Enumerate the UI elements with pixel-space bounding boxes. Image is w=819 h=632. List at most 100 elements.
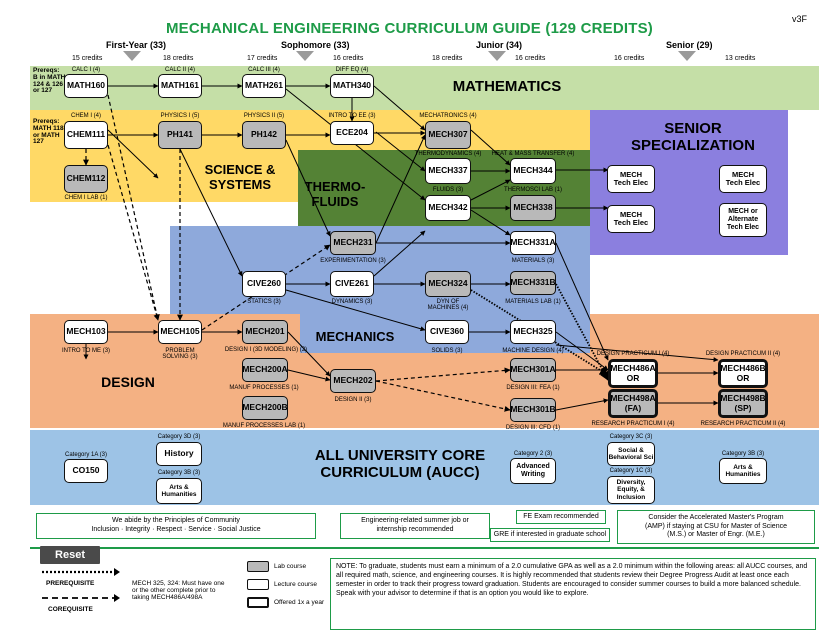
year-label-junior: Junior (34) — [476, 40, 523, 50]
course-caption: STATICS (3) — [247, 299, 281, 305]
course-mech337[interactable]: MECH337 — [425, 158, 471, 184]
course-co150[interactable]: CO150 — [64, 459, 108, 483]
course-caption: PHYSICS I (5) — [160, 113, 200, 119]
course-mech331b[interactable]: MECH331B — [510, 271, 556, 295]
principles-note: We abide by the Principles of Community … — [36, 513, 316, 539]
course-mech200b[interactable]: MECH200B — [242, 396, 288, 420]
area-label-aucc: ALL UNIVERSITY CORE CURRICULUM (AUCC) — [314, 447, 486, 482]
course-ph142[interactable]: PH142 — [242, 121, 286, 149]
course-chem111[interactable]: CHEM111 — [64, 121, 108, 149]
course-caption: EXPERIMENTATION (3) — [320, 258, 386, 264]
course-mech307[interactable]: MECH307 — [425, 121, 471, 149]
course-mech344[interactable]: MECH344 — [510, 158, 556, 184]
course-ece204[interactable]: ECE204 — [330, 121, 374, 145]
year-label-first: First-Year (33) — [106, 40, 167, 50]
course-math160[interactable]: MATH160 — [64, 74, 108, 98]
math-prereq-note: Prereqs: B in MATH 124 & 126 or 127 — [33, 67, 66, 95]
course-mech498a[interactable]: MECH498A (FA) — [608, 389, 658, 418]
course-caption: PROBLEM SOLVING (3) — [162, 348, 198, 360]
reset-button[interactable]: Reset — [40, 546, 100, 564]
course-caption: MATERIALS (3) — [511, 258, 555, 264]
year-label-senior: Senior (29) — [666, 40, 713, 50]
semester-credits: 13 credits — [725, 55, 756, 62]
prerequisite-link — [287, 331, 331, 377]
course-mech103[interactable]: MECH103 — [64, 320, 108, 344]
course-ph141[interactable]: PH141 — [158, 121, 202, 149]
prerequisite-link — [375, 131, 426, 172]
course-mech202[interactable]: MECH202 — [330, 369, 376, 393]
aucc-history[interactable]: History — [156, 442, 202, 466]
course-caption: Category 3B (3) — [721, 451, 765, 457]
course-math340[interactable]: MATH340 — [330, 74, 374, 98]
offered-once-swatch — [247, 597, 269, 608]
course-caption: SOLIDS (3) — [431, 348, 463, 354]
course-caption: RESEARCH PRACTICUM I (4) — [591, 421, 675, 427]
course-mech331a[interactable]: MECH331A — [510, 231, 556, 255]
course-chem112[interactable]: CHEM112 — [64, 165, 108, 193]
course-caption: CALC III (4) — [248, 67, 280, 73]
aucc-arts-humanities-2[interactable]: Arts & Humanities — [719, 458, 767, 484]
course-caption: DESIGN III: CFD (1) — [505, 425, 561, 431]
course-mech486a[interactable]: MECH486A OR — [608, 359, 658, 388]
course-math261[interactable]: MATH261 — [242, 74, 286, 98]
course-mech231[interactable]: MECH231 — [330, 231, 376, 255]
course-caption: Category 1C (3) — [609, 468, 653, 474]
fe-exam-note: FE Exam recommended — [516, 510, 606, 524]
course-caption: MECHATRONICS (4) — [419, 113, 477, 119]
course-mech301a[interactable]: MECH301A — [510, 358, 556, 382]
tech-elective-4[interactable]: MECH or Alternate Tech Elec — [719, 203, 767, 237]
lab-course-swatch — [247, 561, 269, 572]
course-caption: MACHINE DESIGN (4) — [502, 348, 564, 354]
lab-course-legend-label: Lab course — [274, 563, 307, 570]
course-mech105[interactable]: MECH105 — [158, 320, 202, 344]
course-mech325[interactable]: MECH325 — [510, 320, 556, 344]
corequisite-legend-label: COREQUISITE — [48, 606, 93, 613]
course-mech342[interactable]: MECH342 — [425, 195, 471, 221]
tech-elective-2[interactable]: MECH Tech Elec — [719, 165, 767, 193]
course-mech201[interactable]: MECH201 — [242, 320, 288, 344]
course-math161[interactable]: MATH161 — [158, 74, 202, 98]
year-marker-senior — [678, 51, 696, 61]
course-mech486b[interactable]: MECH486B OR — [718, 359, 768, 388]
course-mech324[interactable]: MECH324 — [425, 271, 471, 297]
aucc-diversity[interactable]: Diversity, Equity, & Inclusion — [607, 476, 655, 504]
course-caption: DYN OF MACHINES (4) — [427, 299, 469, 311]
course-cive261[interactable]: CIVE261 — [330, 271, 374, 297]
course-mech498b[interactable]: MECH498B (SP) — [718, 389, 768, 418]
aucc-social-behavioral[interactable]: Social & Behavioral Sci — [607, 442, 655, 466]
prerequisite-link — [285, 139, 331, 237]
tech-elective-3[interactable]: MECH Tech Elec — [607, 205, 655, 233]
course-caption: FLUIDS (3) — [432, 187, 464, 193]
course-caption: DESIGN PRACTICUM II (4) — [705, 351, 781, 357]
chem-prereq-note: Prereqs: MATH 118 or MATH 127 — [33, 118, 64, 146]
prerequisite-link — [555, 283, 609, 381]
semester-credits: 17 credits — [247, 55, 278, 62]
gre-note: GRE if interested in graduate school — [490, 528, 610, 542]
summer-job-note: Engineering-related summer job or intern… — [340, 513, 490, 539]
prerequisite-link — [179, 148, 243, 277]
course-mech338[interactable]: MECH338 — [510, 195, 556, 221]
course-caption: CALC II (4) — [164, 67, 196, 73]
tech-elective-1[interactable]: MECH Tech Elec — [607, 165, 655, 193]
aucc-advanced-writing[interactable]: Advanced Writing — [510, 458, 556, 484]
prerequisite-link — [201, 244, 331, 331]
course-caption: MANUF PROCESSES LAB (1) — [222, 423, 306, 429]
course-mech301b[interactable]: MECH301B — [510, 398, 556, 422]
prerequisite-link — [555, 398, 609, 411]
aucc-arts-humanities-1[interactable]: Arts & Humanities — [156, 478, 202, 504]
course-caption: DIFF EQ (4) — [335, 67, 369, 73]
semester-credits: 16 credits — [333, 55, 364, 62]
course-mech200a[interactable]: MECH200A — [242, 358, 288, 382]
course-caption: THERMODYNAMICS (4) — [414, 151, 482, 157]
course-cive360[interactable]: CIVE360 — [425, 320, 469, 344]
course-caption: DESIGN II (3) — [334, 397, 372, 403]
course-caption: DESIGN PRACTICUM I (4) — [596, 351, 670, 357]
course-caption: DESIGN I (3D MODELING) (2) — [224, 347, 308, 353]
version-label: v3F — [791, 14, 807, 24]
area-label-senior: SENIOR SPECIALIZATION — [631, 120, 755, 155]
course-caption: MATERIALS LAB (1) — [505, 299, 561, 305]
course-caption: RESEARCH PRACTICUM II (4) — [700, 421, 786, 427]
page-title: MECHANICAL ENGINEERING CURRICULUM GUIDE … — [165, 20, 654, 37]
course-cive260[interactable]: CIVE260 — [242, 271, 286, 297]
